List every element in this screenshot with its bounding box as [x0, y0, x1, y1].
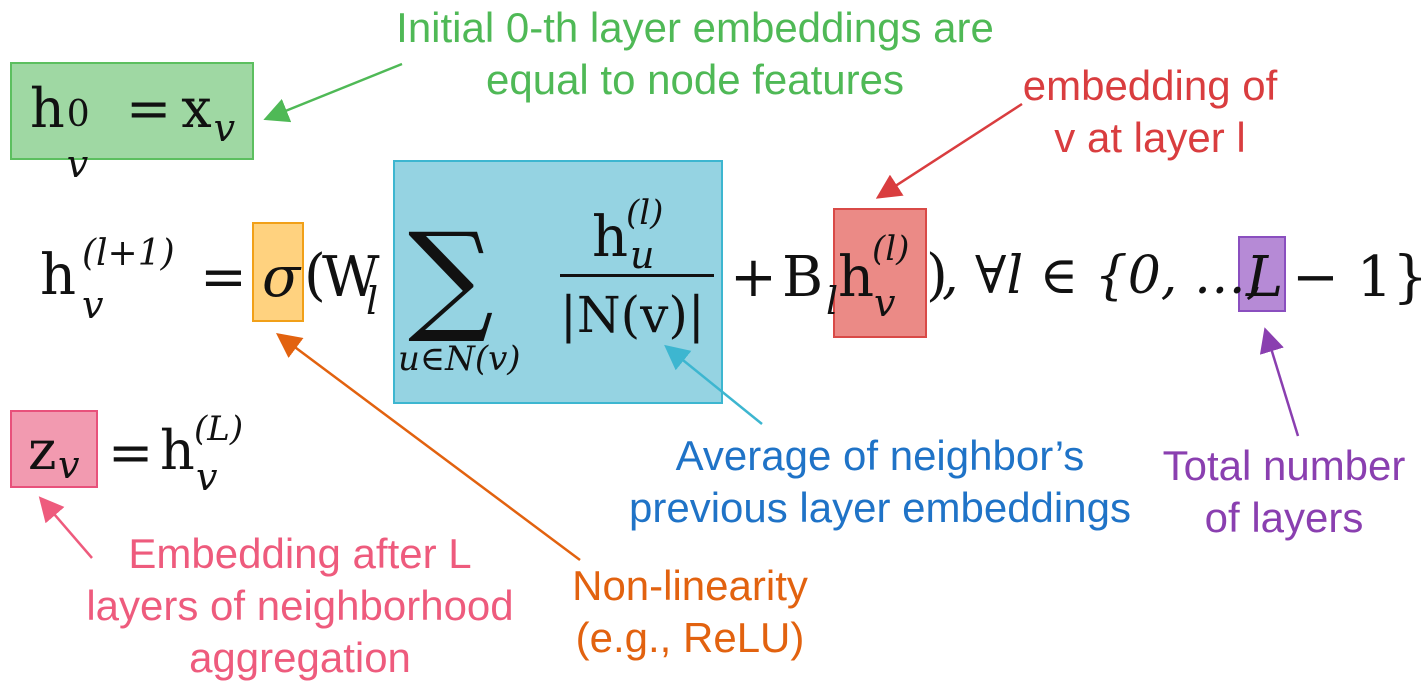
weight-W: W	[322, 245, 380, 310]
annotation-line: aggregation	[189, 634, 411, 681]
final-lhs-sub: v	[58, 443, 80, 487]
arrow-initial	[263, 62, 403, 123]
total-layers-box	[1238, 236, 1286, 312]
fraction-numerator-sub: u	[630, 233, 655, 277]
annotation-embedding-after: Embedding after L layers of neighborhood…	[50, 528, 550, 684]
annotation-line: previous layer embeddings	[629, 484, 1131, 531]
init-equation: h 0 v =xv	[30, 77, 236, 186]
sigma-box	[252, 222, 304, 322]
arrow-average	[664, 344, 763, 425]
arrow-embedding-of	[875, 102, 1023, 199]
sigma-symbol: σ	[262, 245, 301, 310]
tail-minus-one: − 1}	[1292, 245, 1426, 310]
main-lhs-sub: v	[82, 283, 104, 327]
self-embedding-sup: (l)	[872, 229, 910, 269]
final-rhs-sub: v	[196, 455, 218, 499]
arrow-embedding-after	[38, 496, 93, 559]
fraction-bar	[560, 274, 714, 277]
main-lhs-sup: (l+1)	[82, 233, 175, 274]
final-rhs: h	[160, 419, 195, 482]
annotation-total-layers: Total number of layers	[1142, 440, 1426, 544]
weight-W-sub: l	[366, 279, 379, 323]
annotation-line: (e.g., ReLU)	[575, 614, 805, 661]
final-rhs-sup: (L)	[194, 409, 244, 449]
annotation-line: Embedding after L	[128, 530, 472, 577]
arrow-nonlinearity	[275, 333, 581, 562]
bias-B: B	[782, 245, 824, 310]
main-equals: =	[200, 245, 247, 310]
self-embedding-h: h	[838, 245, 875, 310]
annotation-average-neighbors: Average of neighbor’s previous layer emb…	[600, 430, 1160, 534]
fraction-numerator-sup: (l)	[626, 193, 664, 233]
final-embedding-box	[10, 410, 98, 488]
sum-subscript: u∈N(v)	[398, 339, 521, 379]
annotation-line: embedding of	[1022, 62, 1278, 109]
bias-B-sub: l	[826, 279, 839, 323]
annotation-nonlinearity: Non-linearity (e.g., ReLU)	[540, 560, 840, 664]
forall-clause: , ∀l ∈ {0, …,	[942, 246, 1263, 306]
final-lhs: z	[28, 419, 57, 482]
annotation-line: Initial 0-th layer embeddings are	[396, 4, 994, 51]
annotation-line: Non-linearity	[572, 562, 808, 609]
total-layers-L: L	[1246, 245, 1284, 310]
fraction-denominator: |N(v)|	[560, 286, 705, 344]
annotation-line: Total number	[1162, 442, 1406, 489]
annotation-embedding-of: embedding of v at layer l	[1000, 60, 1300, 164]
annotation-line: Average of neighbor’s	[675, 432, 1085, 479]
annotation-line: equal to node features	[486, 56, 904, 103]
sum-symbol: ∑	[408, 208, 494, 347]
close-paren: )	[926, 243, 948, 308]
self-embedding-box	[833, 208, 927, 338]
fraction-numerator: h	[592, 205, 629, 270]
arrow-total-layers	[1259, 327, 1300, 437]
plus-sign: +	[730, 245, 777, 310]
final-equals: =	[108, 421, 154, 484]
annotation-initial-embeddings: Initial 0-th layer embeddings are equal …	[350, 2, 1040, 106]
open-paren: (	[304, 243, 326, 308]
main-lhs: h	[40, 243, 77, 308]
annotation-line: v at layer l	[1054, 114, 1246, 161]
init-equation-box	[10, 62, 254, 160]
annotation-line: layers of neighborhood	[86, 582, 514, 629]
annotation-line: of layers	[1204, 494, 1364, 541]
self-embedding-sub: v	[874, 281, 896, 325]
